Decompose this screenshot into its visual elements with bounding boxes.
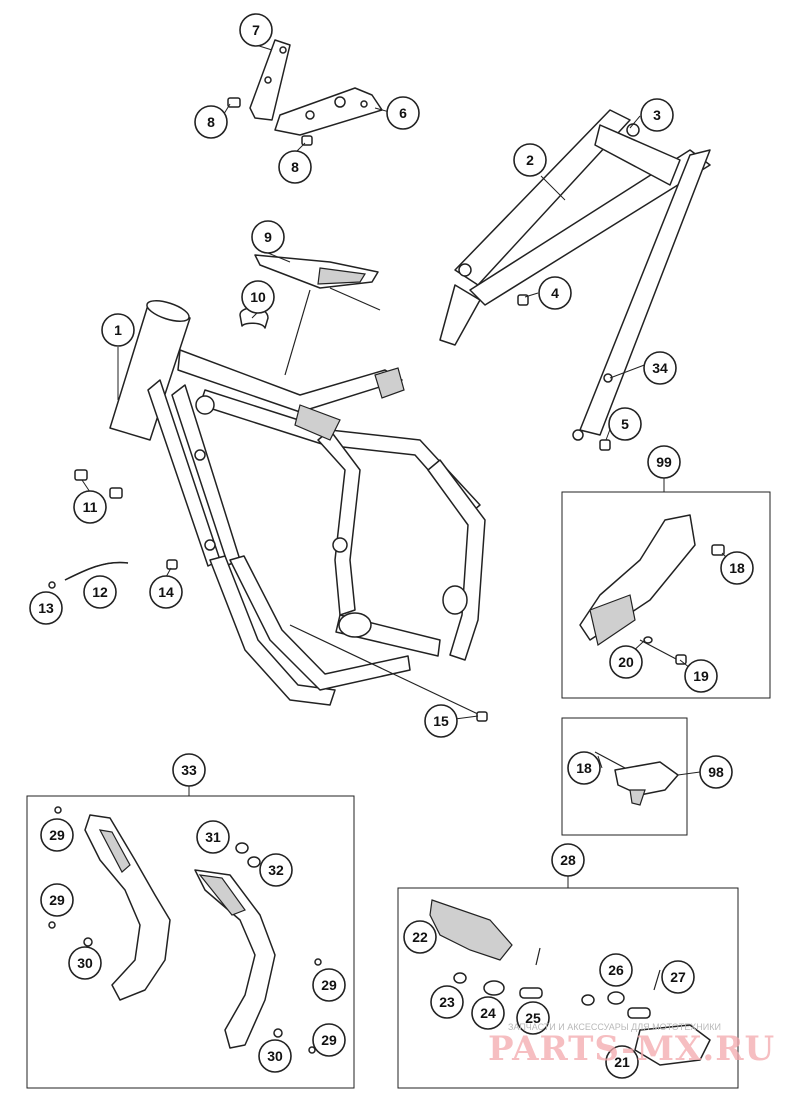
callout-1: 1 <box>101 313 135 347</box>
callout-18: 18 <box>720 551 754 585</box>
svg-text:7: 7 <box>252 22 260 38</box>
svg-text:8: 8 <box>207 114 215 130</box>
svg-text:2: 2 <box>526 152 534 168</box>
svg-text:13: 13 <box>38 600 54 616</box>
svg-text:10: 10 <box>250 289 266 305</box>
callout-28: 28 <box>551 843 585 877</box>
callout-10: 10 <box>241 280 275 314</box>
callout-12: 12 <box>83 575 117 609</box>
callout-30: 30 <box>258 1039 292 1073</box>
callout-98: 98 <box>699 755 733 789</box>
callout-13: 13 <box>29 591 63 625</box>
svg-text:34: 34 <box>652 360 668 376</box>
svg-text:18: 18 <box>729 560 745 576</box>
svg-text:30: 30 <box>77 955 93 971</box>
callout-25: 25 <box>516 1001 550 1035</box>
svg-text:20: 20 <box>618 654 634 670</box>
svg-text:32: 32 <box>268 862 284 878</box>
callout-4: 4 <box>538 276 572 310</box>
callout-8: 8 <box>194 105 228 139</box>
callout-23: 23 <box>430 985 464 1019</box>
callout-29: 29 <box>40 883 74 917</box>
svg-text:98: 98 <box>708 764 724 780</box>
callout-9: 9 <box>251 220 285 254</box>
group-98-box <box>561 717 688 836</box>
svg-text:3: 3 <box>653 107 661 123</box>
svg-text:29: 29 <box>321 1032 337 1048</box>
callout-27: 27 <box>661 960 695 994</box>
footpeg-assembly <box>429 899 711 1066</box>
callout-6: 6 <box>386 96 420 130</box>
watermark-logo: PARTS-MX.RU <box>488 1029 775 1069</box>
footrest-bracket <box>579 514 725 665</box>
callout-22: 22 <box>403 920 437 954</box>
svg-text:22: 22 <box>412 929 428 945</box>
callout-26: 26 <box>599 953 633 987</box>
callout-11: 11 <box>73 490 107 524</box>
svg-text:9: 9 <box>264 229 272 245</box>
callout-33: 33 <box>172 753 206 787</box>
callout-19: 19 <box>684 659 718 693</box>
callout-29: 29 <box>312 1023 346 1057</box>
callout-21: 21 <box>605 1045 639 1079</box>
svg-text:31: 31 <box>205 829 221 845</box>
callout-29: 29 <box>40 818 74 852</box>
svg-text:4: 4 <box>551 285 559 301</box>
callout-20: 20 <box>609 645 643 679</box>
callout-18: 18 <box>567 751 601 785</box>
callout-5: 5 <box>608 407 642 441</box>
callout-2: 2 <box>513 143 547 177</box>
callout-14: 14 <box>149 575 183 609</box>
callout-31: 31 <box>196 820 230 854</box>
svg-text:33: 33 <box>181 762 197 778</box>
watermark-caption: ЗАПЧАСТИ И АКСЕССУАРЫ ДЛЯ МОТОТЕХНИКИ <box>508 1022 721 1032</box>
group-99-box <box>561 491 771 699</box>
top-brackets <box>227 39 383 146</box>
callout-34: 34 <box>643 351 677 385</box>
svg-text:25: 25 <box>525 1010 541 1026</box>
svg-text:30: 30 <box>267 1048 283 1064</box>
frame-guards <box>48 806 322 1054</box>
callout-29: 29 <box>312 968 346 1002</box>
svg-text:14: 14 <box>158 584 174 600</box>
svg-text:18: 18 <box>576 760 592 776</box>
svg-text:24: 24 <box>480 1005 496 1021</box>
svg-text:26: 26 <box>608 962 624 978</box>
svg-text:8: 8 <box>291 159 299 175</box>
svg-text:6: 6 <box>399 105 407 121</box>
svg-text:5: 5 <box>621 416 629 432</box>
svg-text:99: 99 <box>656 454 672 470</box>
svg-text:19: 19 <box>693 668 709 684</box>
svg-text:29: 29 <box>49 827 65 843</box>
svg-text:28: 28 <box>560 852 576 868</box>
callout-99: 99 <box>647 445 681 479</box>
svg-text:1: 1 <box>114 322 122 338</box>
svg-text:11: 11 <box>83 499 98 515</box>
svg-text:29: 29 <box>321 977 337 993</box>
callout-7: 7 <box>239 13 273 47</box>
fuel-tank-bracket <box>254 254 381 376</box>
footpeg-mount-bracket <box>594 751 679 806</box>
svg-text:15: 15 <box>433 713 449 729</box>
hardware-left <box>48 294 611 722</box>
callout-8: 8 <box>278 150 312 184</box>
svg-text:29: 29 <box>49 892 65 908</box>
callout-3: 3 <box>640 98 674 132</box>
callout-32: 32 <box>259 853 293 887</box>
svg-text:23: 23 <box>439 994 455 1010</box>
callout-24: 24 <box>471 996 505 1030</box>
callout-30: 30 <box>68 946 102 980</box>
subframe <box>439 109 711 441</box>
main-frame <box>109 300 486 706</box>
group-33-box <box>26 795 355 1089</box>
callout-15: 15 <box>424 704 458 738</box>
svg-text:12: 12 <box>92 584 108 600</box>
svg-text:27: 27 <box>670 969 686 985</box>
watermark: ЗАПЧАСТИ И АКСЕССУАРЫ ДЛЯ МОТОТЕХНИКИ PA… <box>488 1022 775 1069</box>
svg-text:21: 21 <box>614 1054 630 1070</box>
